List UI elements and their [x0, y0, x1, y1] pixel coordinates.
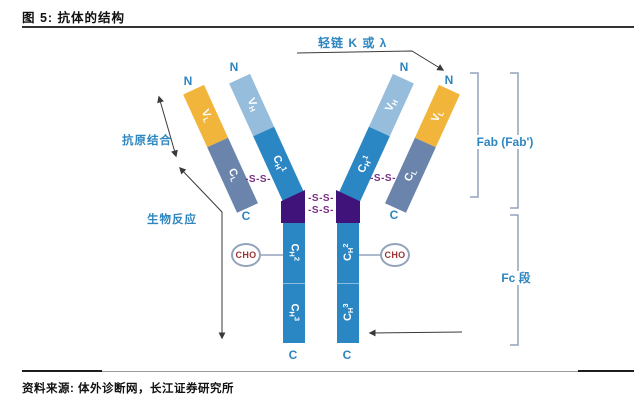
c-terminus-left-stem: C — [288, 348, 298, 362]
heavy-chain-stem-right — [337, 196, 359, 343]
n-terminus-right-outer: N — [444, 73, 454, 87]
bio-response-label: 生物反应 — [147, 214, 197, 226]
fc-pointer-arrow — [368, 329, 463, 337]
bio-response-arrow — [179, 166, 226, 340]
antigen-binding-arrow — [157, 95, 178, 158]
heavy-chain-stem-left — [283, 196, 305, 343]
source-rule-dark-left — [22, 370, 102, 372]
disulfide-bond-hinge-1: -S-S- — [308, 193, 334, 204]
source-rule — [22, 371, 634, 372]
cho-glycan-right: CHO — [380, 243, 410, 267]
ch3-label-right: CH3 — [340, 303, 355, 322]
n-terminus-right-inner: N — [399, 60, 409, 74]
c-terminus-right-stem: C — [342, 348, 352, 362]
light-chain-label: 轻链 K 或 λ — [318, 36, 388, 50]
ch3-label-left: CH3 — [287, 303, 302, 322]
source-text: 资料来源: 体外诊断网，长江证券研究所 — [22, 383, 235, 395]
n-terminus-left-outer: N — [183, 74, 193, 88]
ch2-ch3-divider-left — [283, 283, 305, 284]
ch2-label-left: CH2 — [287, 243, 302, 262]
cho-glycan-left: CHO — [231, 243, 261, 267]
disulfide-bond-hinge-2: -S-S- — [308, 205, 334, 216]
ch2-label-right: CH2 — [340, 243, 355, 262]
disulfide-bond-right-arm: -S-S- — [370, 173, 396, 184]
ch2-ch3-divider-right — [337, 283, 359, 284]
light-chain-pointer-line — [296, 50, 445, 71]
c-terminus-right-outer: C — [389, 208, 399, 222]
n-terminus-left-inner: N — [229, 60, 239, 74]
disulfide-bond-left-arm: -S-S- — [245, 174, 271, 185]
c-terminus-left-outer: C — [241, 209, 251, 223]
antigen-binding-label: 抗原结合 — [122, 135, 172, 147]
fab-region-label: Fab (Fab') — [462, 135, 548, 149]
figure-title: 图 5: 抗体的结构 — [22, 11, 126, 25]
title-rule — [22, 26, 634, 28]
source-rule-dark-right — [578, 370, 634, 372]
fc-region-label: Fc 段 — [494, 271, 538, 285]
